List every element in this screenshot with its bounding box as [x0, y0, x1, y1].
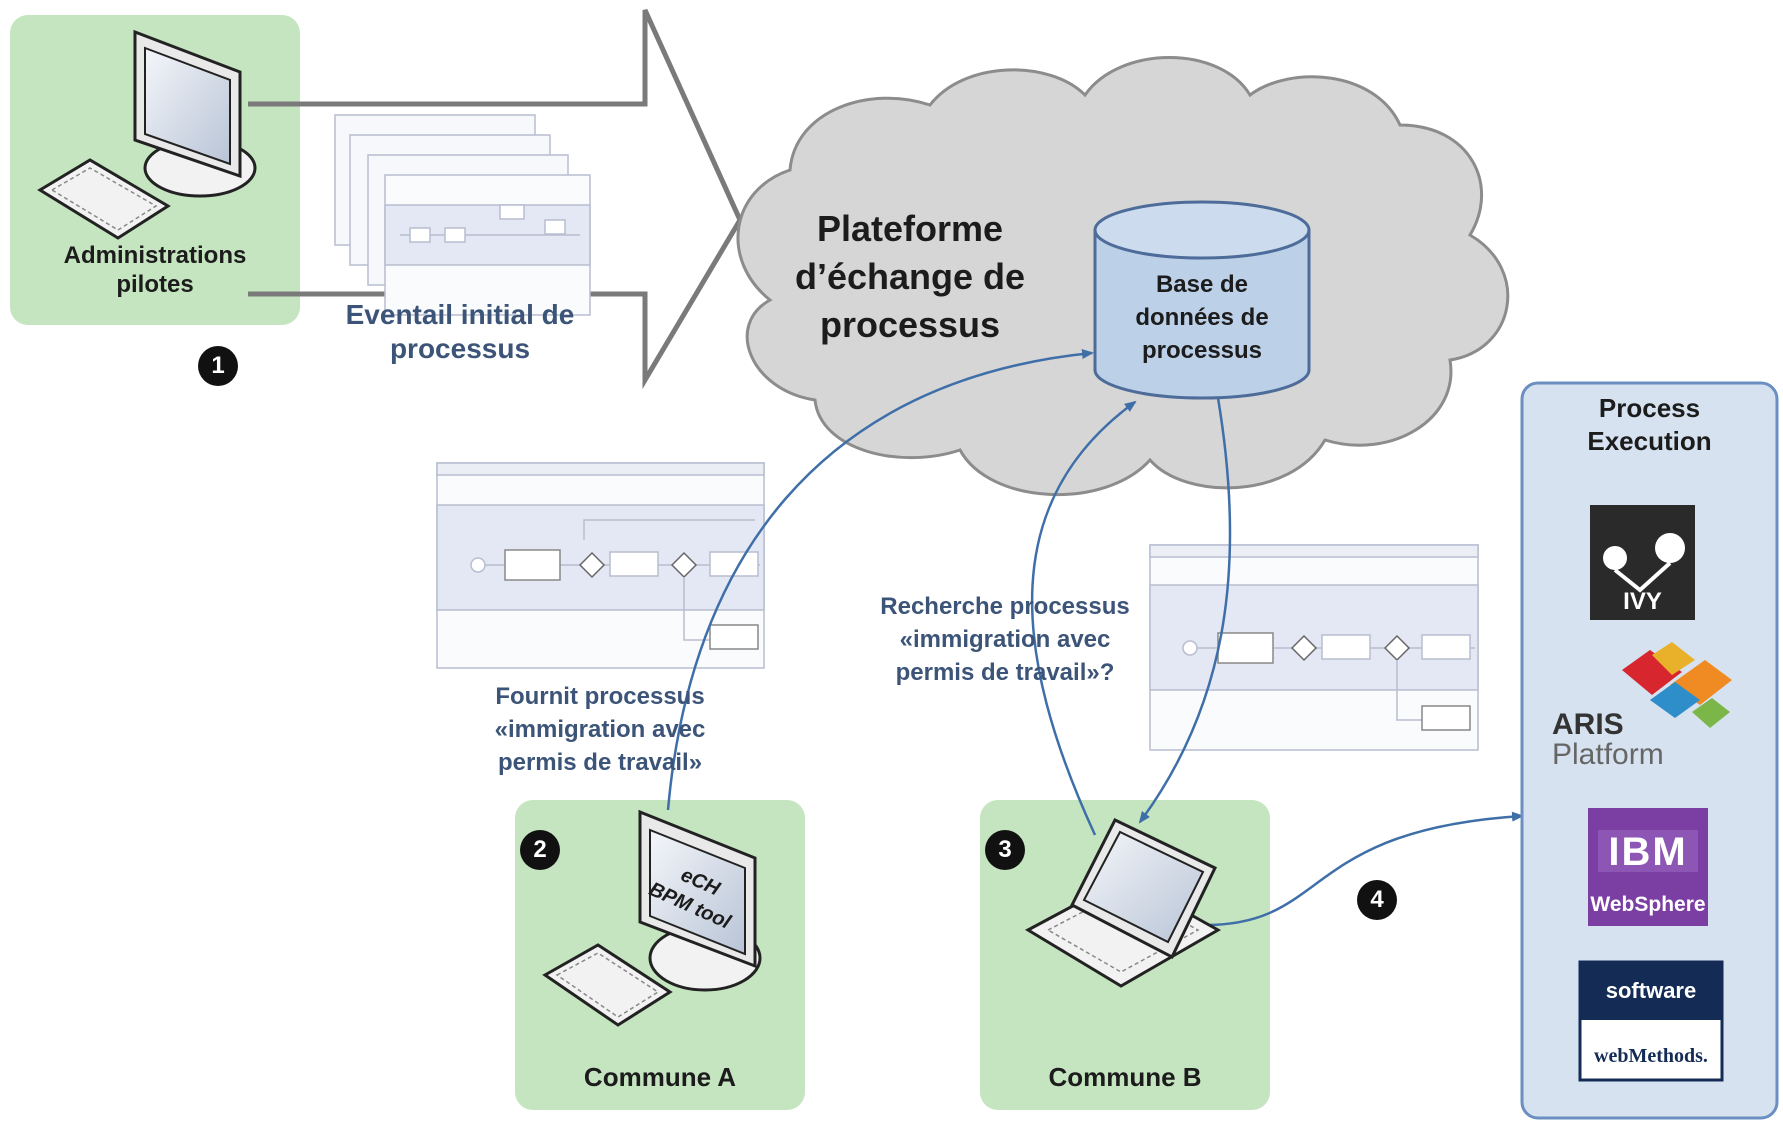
step-4-badge: 4: [1357, 880, 1397, 920]
panel-title-line2: Execution: [1587, 426, 1712, 456]
ivy-logo: [1590, 505, 1695, 620]
recherche-line2: «immigration avec: [899, 626, 1111, 653]
step-1-badge: 1: [198, 346, 238, 386]
process-execution-panel: [1520, 381, 1779, 1120]
recherche-label: Recherche processus «immigration avec pe…: [855, 590, 1155, 689]
process-diagram-icon: [334, 114, 591, 316]
keyboard-icon: [37, 158, 171, 240]
database-line1: Base de: [1155, 271, 1249, 298]
keyboard-icon: [542, 943, 673, 1027]
admin-label-line1: Administrations: [63, 242, 247, 269]
panel-title: Process Execution: [1522, 392, 1777, 458]
desktop-computer-icon: [638, 809, 762, 992]
process-diagram-icon: [436, 462, 765, 669]
recherche-line3: permis de travail»?: [895, 659, 1115, 686]
step-2-badge: 2: [520, 830, 560, 870]
software-ag-logo: [1578, 960, 1724, 1082]
laptop-icon: [1024, 818, 1222, 988]
eventail-line2: processus: [389, 332, 531, 364]
arrow-db-to-laptop: [1138, 397, 1232, 824]
eventail-line1: Eventail initial de: [345, 299, 575, 330]
ibm-websphere-logo: [1588, 808, 1708, 926]
aris-text: ARIS Platform: [1552, 710, 1672, 770]
eventail-label: Eventail initial de processus: [315, 298, 605, 365]
ibm-text: IBM: [1608, 830, 1688, 874]
websphere-text: WebSphere: [1590, 893, 1706, 916]
fournit-line3: permis de travail»: [497, 749, 703, 776]
aris-logo: [1622, 642, 1732, 728]
admin-label-line2: pilotes: [116, 270, 194, 298]
aris-line2: Platform: [1552, 738, 1664, 771]
database-line2: données de: [1135, 304, 1269, 331]
arrow-search-to-db: [1030, 400, 1137, 836]
step-3-badge: 3: [985, 830, 1025, 870]
fournit-line1: Fournit processus: [495, 683, 705, 710]
database-label: Base de données de processus: [1100, 268, 1304, 367]
cloud-title-line3: processus: [819, 304, 1001, 345]
arrow-laptop-to-execution: [1204, 811, 1524, 927]
cloud-title-line2: d’échange de: [794, 256, 1026, 297]
cloud-title: Plateforme d’échange de processus: [765, 205, 1055, 349]
admin-label: Administrations pilotes: [20, 242, 290, 300]
arrow-provide-to-db: [666, 349, 1094, 811]
software-text: software: [1605, 978, 1697, 1003]
ivy-text: IVY: [1623, 588, 1662, 615]
fournit-line2: «immigration avec: [494, 716, 706, 743]
database-line3: processus: [1141, 337, 1263, 364]
fournit-label: Fournit processus «immigration avec perm…: [455, 680, 745, 779]
aris-line1: ARIS: [1552, 708, 1624, 741]
database-icon: [1093, 200, 1311, 400]
panel-title-line1: Process: [1598, 393, 1701, 423]
recherche-line1: Recherche processus: [880, 593, 1130, 620]
commune-a-label: Commune A: [583, 1062, 737, 1092]
process-diagram-icon: [1149, 544, 1479, 751]
cloud-title-line1: Plateforme: [816, 208, 1004, 249]
commune-b-label: Commune B: [1048, 1062, 1202, 1092]
webmethods-text: webMethods.: [1594, 1045, 1708, 1067]
desktop-computer-icon: [133, 29, 257, 198]
